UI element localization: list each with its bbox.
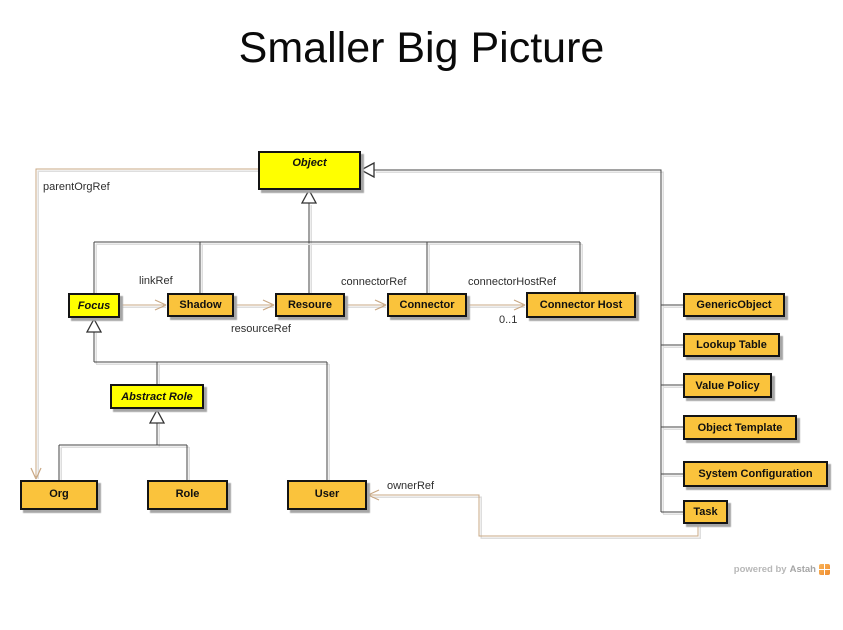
edge-gen-drop-focus — [93, 242, 97, 295]
class-user[interactable]: User — [287, 480, 367, 510]
class-resoure[interactable]: Resoure — [275, 293, 345, 317]
edge-label-owner-ref: ownerRef — [387, 480, 435, 492]
class-system-configuration[interactable]: System Configuration — [683, 461, 828, 487]
class-name-label: Lookup Table — [696, 339, 767, 351]
class-connector[interactable]: Connector — [387, 293, 467, 317]
diagram-title: Smaller Big Picture — [238, 24, 605, 72]
edge-gen-stub-task — [661, 511, 685, 515]
watermark-brand: Astah — [789, 564, 816, 575]
edge-gen-stub-generic-object — [661, 304, 685, 308]
class-name-label: Value Policy — [695, 379, 760, 392]
edge-gen-drop-connector — [426, 242, 430, 295]
edge-gen-drop-role — [186, 445, 190, 482]
edge-gen-stub-value-policy — [661, 384, 685, 388]
class-object-template[interactable]: Object Template — [683, 415, 797, 440]
class-name-label: Resoure — [287, 299, 333, 311]
class-name-label: Abstract Role — [121, 390, 193, 403]
edge-label-parent-org-ref: parentOrgRef — [43, 181, 110, 193]
class-task[interactable]: Task — [683, 500, 728, 524]
edge-assoc-link-ref — [120, 299, 167, 311]
edge-gen-object-trunk — [300, 188, 318, 295]
edge-gen-focus-bar — [94, 361, 329, 365]
edge-assoc-connector-host-ref — [467, 299, 526, 311]
edge-gen-drop-connector-host — [579, 242, 583, 294]
class-connector-host[interactable]: Connector Host — [526, 292, 636, 318]
class-name-label: Role — [175, 488, 200, 500]
edge-assoc-owner-ref — [367, 489, 701, 539]
class-name-label: Connector Host — [539, 299, 623, 311]
edge-assoc-parent-org-ref — [30, 168, 260, 480]
edge-gen-focus-trunk — [85, 317, 103, 364]
class-value-policy[interactable]: Value Policy — [683, 373, 772, 398]
class-name-label: Object — [292, 157, 327, 169]
class-name-label: GenericObject — [696, 299, 772, 311]
edge-gen-right-spine — [359, 161, 664, 514]
edge-gen-drop-user — [326, 362, 330, 482]
class-name-label: Org — [49, 488, 69, 500]
class-name-label: System Configuration — [698, 468, 813, 480]
watermark-text: powered by — [733, 564, 787, 575]
class-name-label: Object Template — [697, 421, 783, 434]
edge-gen-abstract-role-trunk — [148, 408, 166, 447]
edge-gen-stub-system-config — [661, 473, 685, 477]
class-role[interactable]: Role — [147, 480, 228, 510]
class-lookup-table[interactable]: Lookup Table — [683, 333, 780, 357]
class-abstract-role[interactable]: Abstract Role — [110, 384, 204, 409]
class-name-label: Shadow — [179, 299, 222, 311]
edge-gen-abstract-role-bar — [59, 444, 189, 448]
watermark: powered by Astah — [734, 564, 830, 575]
astah-logo-icon — [819, 564, 830, 575]
class-org[interactable]: Org — [20, 480, 98, 510]
class-generic-object[interactable]: GenericObject — [683, 293, 785, 317]
edge-label-resource-ref: resourceRef — [231, 323, 291, 335]
edge-gen-drop-shadow — [199, 242, 203, 295]
edge-label-connector-ref: connectorRef — [341, 276, 407, 288]
class-focus[interactable]: Focus — [68, 293, 120, 318]
class-name-label: Focus — [77, 299, 111, 312]
class-name-label: User — [314, 488, 340, 500]
edge-gen-drop-abstract-role — [156, 362, 160, 386]
edge-gen-drop-org — [58, 445, 62, 482]
class-shadow[interactable]: Shadow — [167, 293, 234, 317]
class-name-label: Connector — [399, 299, 455, 311]
edge-label-link-ref: linkRef — [139, 275, 173, 287]
class-object[interactable]: Object — [258, 151, 361, 190]
edge-assoc-resource-ref — [234, 299, 275, 311]
edge-label-multiplicity-0-1: 0..1 — [499, 314, 518, 326]
edge-label-connector-host-ref: connectorHostRef — [468, 276, 557, 288]
edge-gen-stub-object-template — [661, 426, 685, 430]
class-name-label: Task — [693, 506, 718, 518]
edge-gen-stub-lookup-table — [661, 344, 685, 348]
edge-assoc-connector-ref — [345, 299, 387, 311]
edge-gen-top-bar — [94, 241, 582, 245]
